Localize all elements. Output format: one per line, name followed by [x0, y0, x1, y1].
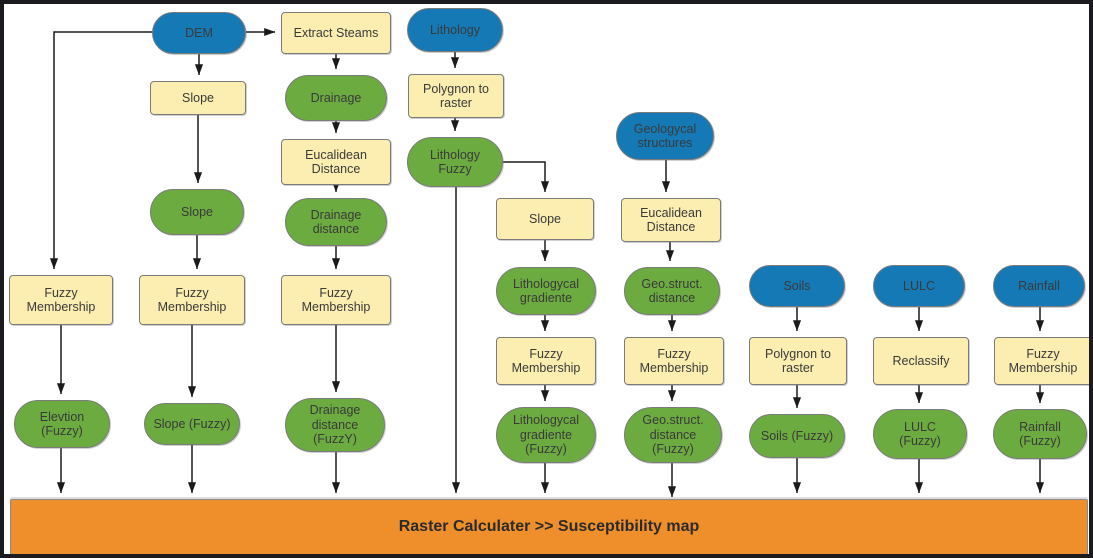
- node-label: LULC (Fuzzy): [899, 419, 941, 449]
- node-fm2[interactable]: Fuzzy Membership: [139, 275, 245, 325]
- node-rainfall[interactable]: Rainfall: [993, 265, 1085, 307]
- node-label: LULC: [903, 278, 935, 293]
- node-slope1[interactable]: Slope: [150, 81, 246, 115]
- node-fm5[interactable]: Fuzzy Membership: [624, 337, 724, 385]
- node-label: Raster Calculater >> Susceptibility map: [398, 517, 700, 535]
- node-label: Fuzzy Membership: [511, 346, 581, 376]
- node-label: Drainage: [310, 90, 362, 105]
- node-label: Fuzzy Membership: [157, 285, 227, 315]
- node-label: Fuzzy Membership: [26, 285, 96, 315]
- node-slope2[interactable]: Slope: [496, 198, 594, 240]
- node-label: Reclassify: [892, 353, 950, 368]
- node-label: Polygnon to raster: [764, 346, 832, 376]
- node-rainfallfuzzy[interactable]: Rainfall (Fuzzy): [993, 409, 1087, 459]
- node-label: Lithology Fuzzy: [429, 147, 481, 177]
- node-label: Lithologycal gradiente (Fuzzy): [512, 413, 579, 457]
- node-label: Elevtion (Fuzzy): [39, 409, 85, 439]
- node-fm4[interactable]: Fuzzy Membership: [496, 337, 596, 385]
- node-lulcfuzzy[interactable]: LULC (Fuzzy): [873, 409, 967, 459]
- node-slope3[interactable]: Slope: [150, 189, 244, 235]
- node-lithology[interactable]: Lithology: [407, 8, 503, 52]
- node-label: Eucalidean Distance: [305, 147, 367, 177]
- node-elevfuzzy[interactable]: Elevtion (Fuzzy): [14, 400, 110, 448]
- node-lithofuzzy[interactable]: Lithology Fuzzy: [407, 137, 503, 187]
- node-label: Slope: [182, 90, 214, 105]
- node-label: Drainage distance: [310, 207, 362, 237]
- edge-lithofuzzy-to-slope2: [503, 161, 550, 193]
- node-label: Eucalidean Distance: [640, 205, 702, 235]
- node-soils[interactable]: Soils: [749, 265, 845, 307]
- node-label: DEM: [185, 25, 213, 40]
- node-label: Geo.struct. distance: [641, 276, 703, 306]
- node-label: Soils (Fuzzy): [760, 428, 834, 443]
- node-reclassify[interactable]: Reclassify: [873, 337, 969, 385]
- node-lithogradfuzzy[interactable]: Lithologycal gradiente (Fuzzy): [496, 407, 596, 463]
- node-label: Lithology: [429, 22, 481, 37]
- node-eucdist2[interactable]: Eucalidean Distance: [621, 198, 721, 242]
- node-label: Geo.struct. distance (Fuzzy): [642, 413, 704, 457]
- node-lulc[interactable]: LULC: [873, 265, 965, 307]
- node-label: Fuzzy Membership: [301, 285, 371, 315]
- node-poly2raster2[interactable]: Polygnon to raster: [749, 337, 847, 385]
- node-label: Geologycal structures: [633, 121, 697, 151]
- node-label: Slope: [529, 211, 561, 226]
- node-label: Fuzzy Membership: [1008, 346, 1078, 376]
- node-dem[interactable]: DEM: [152, 12, 246, 54]
- node-geodistfuzzy[interactable]: Geo.struct. distance (Fuzzy): [624, 407, 722, 463]
- node-label: Slope (Fuzzy): [153, 416, 231, 431]
- node-slopefuzzy[interactable]: Slope (Fuzzy): [144, 403, 240, 445]
- node-label: Soils: [783, 278, 811, 293]
- node-fm3[interactable]: Fuzzy Membership: [281, 275, 391, 325]
- node-rastercalc[interactable]: Raster Calculater >> Susceptibility map: [10, 499, 1088, 554]
- node-label: Lithologycal gradiente: [512, 276, 579, 306]
- node-label: Rainfall (Fuzzy): [1019, 419, 1061, 449]
- node-label: Rainfall: [1018, 278, 1060, 293]
- node-geodist[interactable]: Geo.struct. distance: [624, 267, 720, 315]
- node-lithograd[interactable]: Lithologycal gradiente: [496, 267, 596, 315]
- node-label: Extract Steams: [293, 25, 379, 40]
- node-label: Polygnon to raster: [422, 81, 490, 111]
- node-fm6[interactable]: Fuzzy Membership: [994, 337, 1089, 385]
- node-label: Slope: [181, 204, 213, 219]
- node-label: Drainage distance (FuzzY): [309, 403, 361, 447]
- node-soilsfuzzy[interactable]: Soils (Fuzzy): [749, 414, 845, 458]
- node-draindistfuzzy[interactable]: Drainage distance (FuzzY): [285, 398, 385, 452]
- node-geostruct[interactable]: Geologycal structures: [616, 112, 714, 160]
- node-drainage[interactable]: Drainage: [285, 75, 387, 121]
- node-poly2raster1[interactable]: Polygnon to raster: [408, 74, 504, 118]
- node-draindist[interactable]: Drainage distance: [285, 198, 387, 246]
- node-extract[interactable]: Extract Steams: [281, 12, 391, 54]
- node-label: Fuzzy Membership: [639, 346, 709, 376]
- node-eucdist1[interactable]: Eucalidean Distance: [281, 139, 391, 185]
- node-fm1[interactable]: Fuzzy Membership: [9, 275, 113, 325]
